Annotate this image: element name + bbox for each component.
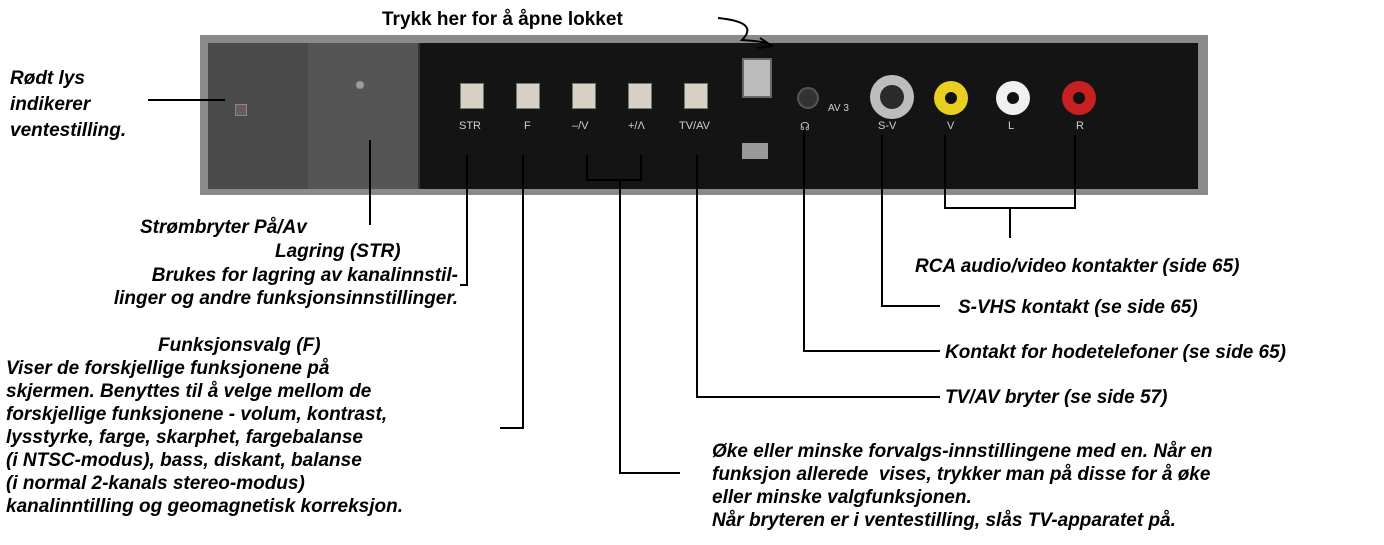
svhs-leader	[882, 135, 940, 306]
red-light-label: Rødt lys indikerer ventestilling.	[10, 66, 126, 144]
power-switch-label: Strømbryter På/Av	[140, 216, 307, 239]
storage-desc: Brukes for lagring av kanalinnstil- ling…	[8, 264, 458, 310]
f-leader	[500, 155, 523, 428]
updown-leader	[620, 180, 680, 473]
svhs-label: S-VHS kontakt (se side 65)	[958, 296, 1198, 319]
updown-bracket	[587, 155, 641, 180]
tvav-label: TV/AV bryter (se side 57)	[945, 386, 1167, 409]
updown-label: Øke eller minske forvalgs-innstillingene…	[712, 440, 1213, 532]
function-title: Funksjonsvalg (F)	[158, 334, 321, 357]
str-leader	[460, 155, 467, 285]
storage-title: Lagring (STR)	[275, 240, 401, 263]
open-lid-arrow	[718, 18, 770, 45]
rca-bracket	[945, 135, 1075, 208]
headphones-leader	[804, 130, 940, 351]
tvav-leader	[697, 155, 940, 397]
headphones-label: Kontakt for hodetelefoner (se side 65)	[945, 341, 1286, 364]
rca-label: RCA audio/video kontakter (side 65)	[915, 255, 1239, 278]
function-desc: Viser de forskjellige funksjonene på skj…	[6, 357, 403, 518]
